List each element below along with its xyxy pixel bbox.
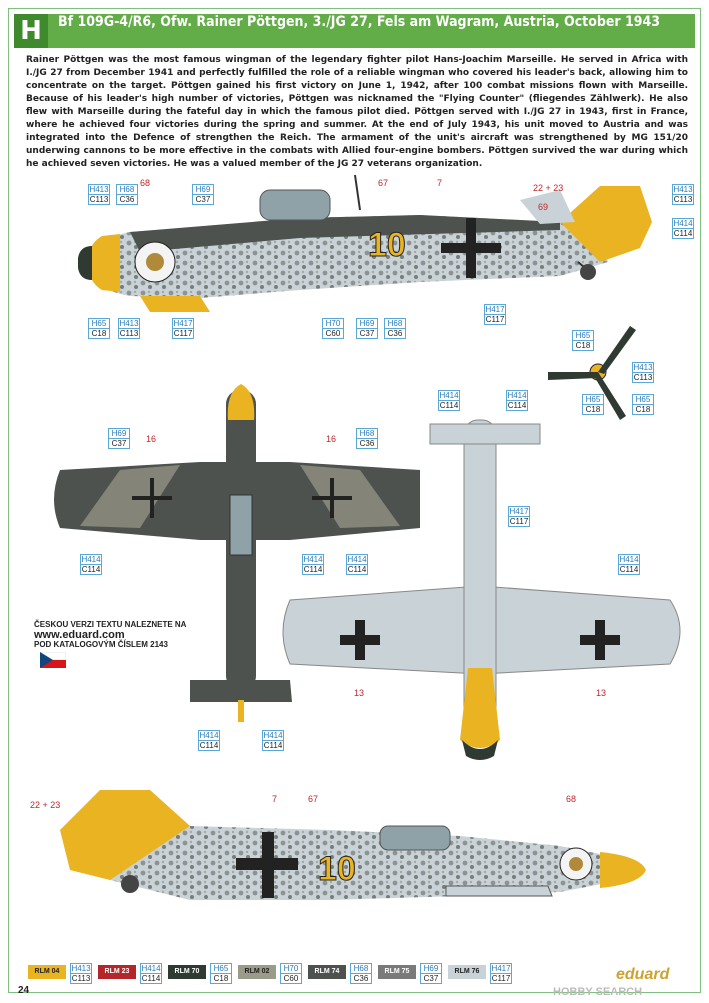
page-frame [8,8,701,993]
fuselage-number-bottom: 10 [318,850,356,888]
czech-version-note: ČESKOU VERZI TEXTU NALEZNETE NA www.edua… [34,620,214,669]
side-profile-bottom [60,790,646,900]
swatch-label: RLM 74 [308,965,346,979]
swatch-label: RLM 75 [378,965,416,979]
czech-flag-icon [39,651,67,668]
side-profile-top [78,174,652,312]
profile-letter: H [14,14,48,48]
swatch-label: RLM 23 [98,965,136,979]
fuselage-number-top: 10 [368,226,406,264]
top-view [54,384,420,722]
callout-number: 68 [140,178,151,188]
page-number: 24 [18,985,30,996]
callout-number: 7 [437,178,443,188]
watermark: HOBBY SEARCH [553,986,643,998]
callout-number: 16 [146,434,157,444]
brand-logo: eduard [616,966,670,983]
callout-number: 22 + 23 [533,183,564,193]
czech-note-url[interactable]: www.eduard.com [34,629,125,641]
swatch-label: RLM 04 [28,965,66,979]
czech-note-line1: ČESKOU VERZI TEXTU NALEZNETE NA [34,620,187,629]
profile-header: H Bf 109G-4/R6, Ofw. Rainer Pöttgen, 3./… [14,14,695,48]
callout-number: 22 + 23 [30,800,61,810]
callout-number: 13 [354,688,365,698]
history-text: Rainer Pöttgen was the most famous wingm… [26,55,688,169]
profile-title: Bf 109G-4/R6, Ofw. Rainer Pöttgen, 3./JG… [58,14,661,30]
callout-number: 68 [566,794,577,804]
czech-note-line2: POD KATALOGOVÝM ČÍSLEM 2143 [34,640,168,649]
swatch-label: RLM 70 [168,965,206,979]
callout-number: 67 [308,794,319,804]
bottom-view [282,419,681,760]
swatch-label: RLM 76 [448,965,486,979]
callout-number: 7 [272,794,278,804]
callout-number: 16 [326,434,337,444]
propeller-front [548,326,636,420]
swatch-label: RLM 02 [238,965,276,979]
callout-number: 67 [378,178,389,188]
callout-number: 69 [538,202,549,212]
callout-number: 13 [596,688,607,698]
